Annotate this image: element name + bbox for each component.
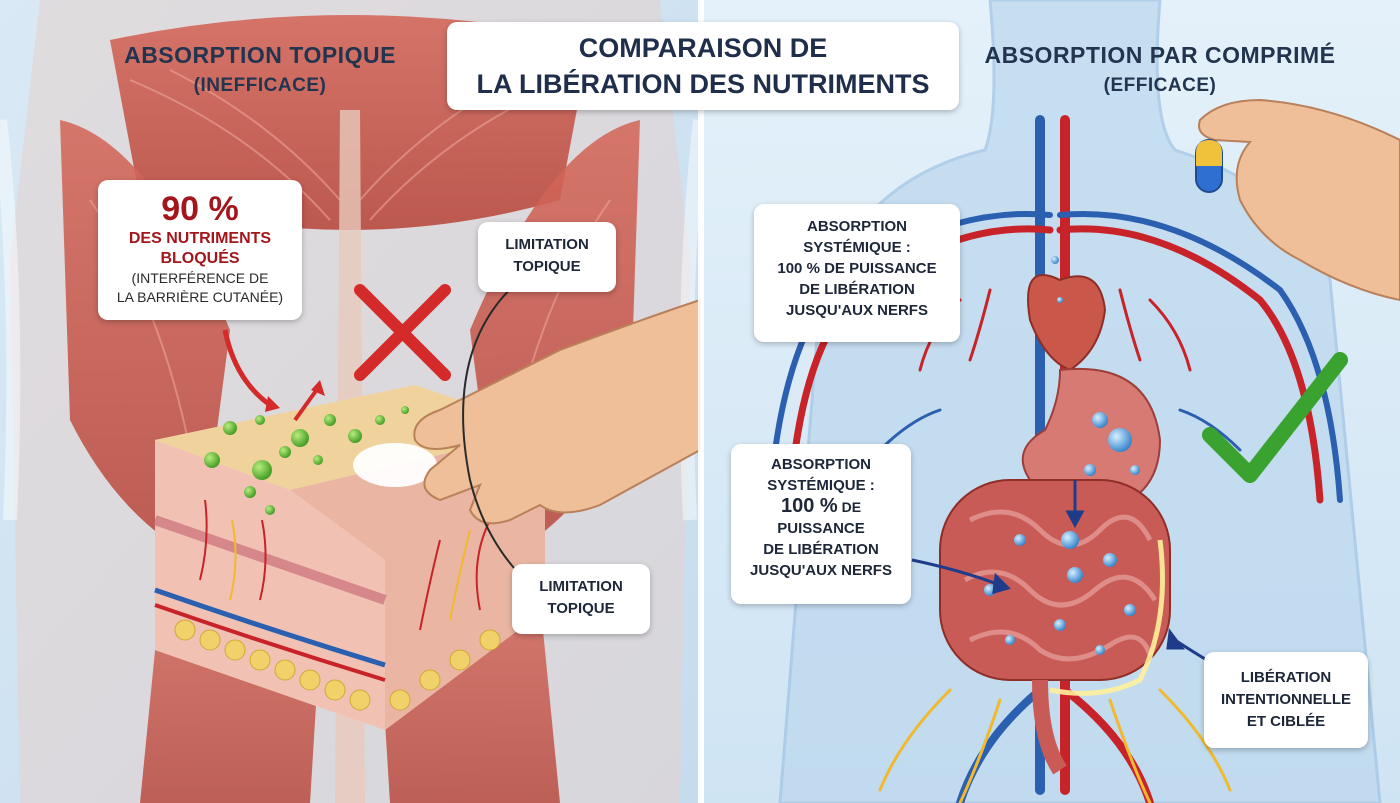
main-title-line1: COMPARAISON DE [578, 33, 828, 63]
blocked-line4: LA BARRIÈRE CUTANÉE) [116, 289, 284, 305]
left-heading-main: ABSORPTION TOPIQUE [124, 42, 396, 68]
blocked-percent: 90 % [161, 190, 239, 228]
sys-bottom-de: DE [837, 499, 862, 515]
nutrient-droplets [204, 406, 409, 515]
targeted-release-callout: LIBÉRATION INTENTIONNELLE ET CIBLÉE [1204, 652, 1368, 748]
left-panel-art [0, 0, 707, 803]
sys-bottom-line4: PUISSANCE [777, 520, 865, 537]
blocked-line3: (INTERFÉRENCE DE [131, 270, 269, 286]
systemic-absorption-callout-bottom: ABSORPTION SYSTÉMIQUE : 100 % DE PUISSAN… [731, 444, 911, 604]
red-arrow-icon [222, 329, 272, 408]
sys-bottom-line2: SYSTÉMIQUE : [767, 477, 875, 494]
blocked-line1: DES NUTRIMENTS [128, 230, 272, 247]
right-heading-main: ABSORPTION PAR COMPRIMÉ [984, 42, 1336, 68]
release-line2: INTENTIONNELLE [1221, 691, 1351, 708]
sys-top-line4: DE LIBÉRATION [799, 281, 915, 298]
sys-top-line5: JUSQU'AUX NERFS [786, 302, 928, 319]
right-panel-heading: ABSORPTION PAR COMPRIMÉ (EFFICACE) [960, 42, 1360, 97]
main-title-line2: LA LIBÉRATION DES NUTRIMENTS [476, 69, 930, 99]
blocked-nutrients-callout: 90 % DES NUTRIMENTS BLOQUÉS (INTERFÉRENC… [98, 180, 302, 320]
right-heading-sub: (EFFICACE) [1103, 75, 1217, 96]
release-line1: LIBÉRATION [1240, 669, 1332, 686]
cream-icon [353, 443, 437, 487]
limit-bottom-line2: TOPIQUE [547, 600, 615, 617]
blocked-line2: BLOQUÉS [160, 250, 240, 267]
check-mark-icon [1202, 352, 1348, 483]
sys-bottom-line1: ABSORPTION [770, 456, 871, 473]
pill-hand-icon [1198, 98, 1400, 302]
limit-bottom-line1: LIMITATION [539, 578, 623, 595]
topical-limit-callout-top: LIMITATION TOPIQUE [478, 222, 616, 292]
left-heading-sub: (INEFFICACE) [193, 75, 327, 96]
sys-bottom-line3: 100 % DE [731, 496, 911, 518]
sys-bottom-line5: DE LIBÉRATION [763, 541, 879, 558]
left-panel-heading: ABSORPTION TOPIQUE (INEFFICACE) [80, 42, 440, 97]
topical-limit-callout-bottom: LIMITATION TOPIQUE [512, 564, 650, 634]
sys-bottom-line6: JUSQU'AUX NERFS [750, 562, 892, 579]
sys-top-line2: SYSTÉMIQUE : [803, 239, 911, 256]
sys-bottom-percent: 100 % [780, 495, 838, 517]
hand-icon [413, 298, 701, 525]
limit-top-line1: LIMITATION [505, 236, 589, 253]
absorption-droplets [984, 256, 1140, 655]
release-line3: ET CIBLÉE [1246, 713, 1326, 730]
systemic-absorption-callout-top: ABSORPTION SYSTÉMIQUE : 100 % DE PUISSAN… [754, 204, 960, 342]
sys-top-line1: ABSORPTION [806, 218, 907, 235]
sys-top-line3: 100 % DE PUISSANCE [777, 260, 937, 277]
main-title: COMPARAISON DE LA LIBÉRATION DES NUTRIME… [447, 22, 959, 110]
cross-mark-icon [354, 284, 451, 381]
limit-top-line2: TOPIQUE [513, 258, 581, 275]
pill-icon [1195, 139, 1223, 193]
